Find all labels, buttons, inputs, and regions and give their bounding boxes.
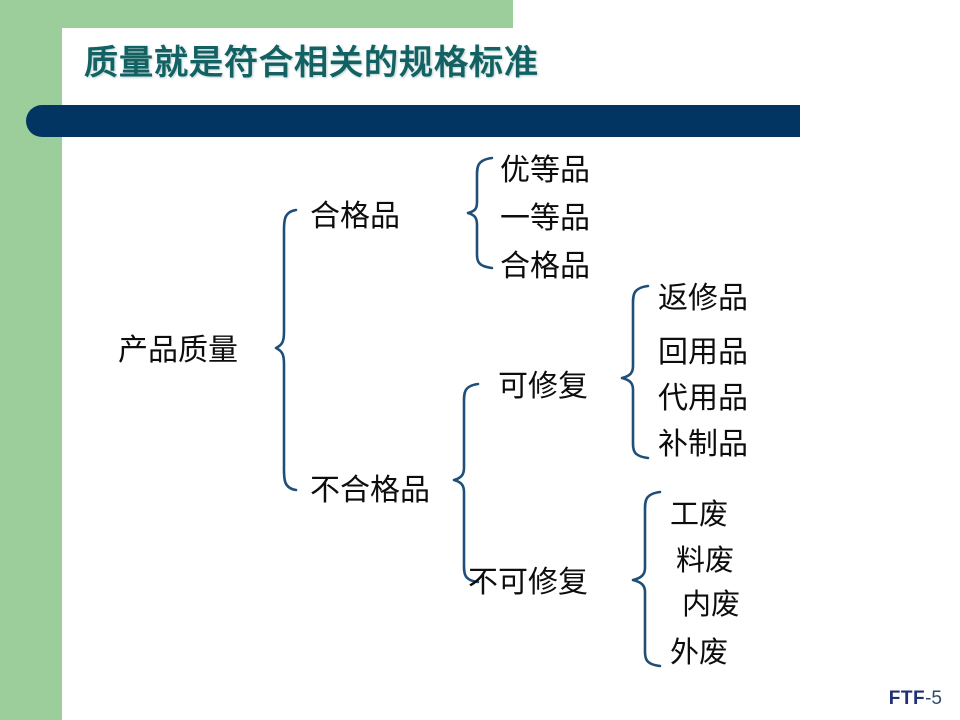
- slide-footer: FTF-5: [889, 688, 942, 710]
- footer-number: -5: [925, 688, 942, 709]
- leaf-material-waste: 料废: [676, 544, 734, 577]
- page-title: 质量就是符合相关的规格标准: [84, 44, 539, 82]
- node-unqualified-label: 不合格品: [310, 474, 430, 507]
- title-underline-bar: [26, 105, 800, 137]
- leaf-reuse: 回用品: [658, 336, 748, 369]
- leaf-top-grade: 优等品: [500, 154, 590, 187]
- brace-root: [274, 208, 298, 492]
- brace-repairable: [620, 284, 650, 460]
- brace-unqualified: [452, 382, 480, 584]
- node-repairable-label: 可修复: [498, 370, 588, 403]
- brace-unrepairable: [631, 490, 662, 668]
- leaf-process-waste: 工废: [670, 498, 728, 531]
- leaf-substitute: 代用品: [658, 382, 748, 415]
- leaf-first-grade: 一等品: [500, 202, 590, 235]
- leaf-qualified-grade: 合格品: [500, 250, 590, 283]
- brace-qualified: [466, 156, 494, 270]
- node-unrepairable-label: 不可修复: [468, 566, 588, 599]
- leaf-remake: 补制品: [658, 428, 748, 461]
- node-root-label: 产品质量: [118, 334, 238, 367]
- content-panel: [62, 28, 960, 720]
- node-qualified-label: 合格品: [310, 200, 400, 233]
- leaf-external-waste: 外废: [670, 636, 728, 669]
- leaf-internal-waste: 内废: [682, 588, 740, 621]
- footer-code: FTF: [888, 688, 926, 709]
- green-band-top: [0, 0, 513, 28]
- leaf-rework: 返修品: [658, 282, 748, 315]
